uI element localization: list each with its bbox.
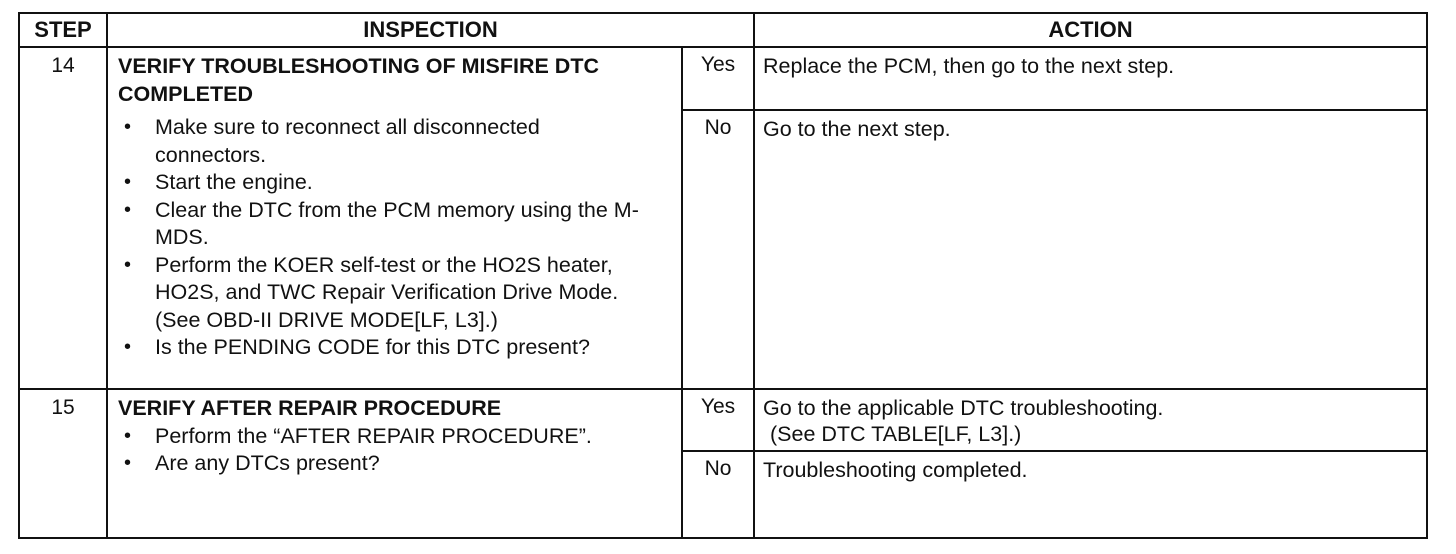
table-row: No Troubleshooting completed. bbox=[19, 450, 1428, 539]
list-item: Is the PENDING CODE for this DTC present… bbox=[118, 334, 673, 362]
list-item: Clear the DTC from the PCM memory using … bbox=[118, 197, 673, 252]
list-item: Make sure to reconnect all disconnected … bbox=[118, 114, 673, 169]
list-item: Are any DTCs present? bbox=[118, 450, 673, 478]
inspection-bullet-list: Make sure to reconnect all disconnected … bbox=[118, 114, 673, 362]
yes-action: Replace the PCM, then go to the next ste… bbox=[753, 46, 1428, 111]
header-inspection: INSPECTION bbox=[106, 12, 755, 48]
inspection-cell: VERIFY AFTER REPAIR PROCEDURE Perform th… bbox=[106, 388, 683, 539]
inspection-bullet-list: Perform the “AFTER REPAIR PROCEDURE”. Ar… bbox=[118, 423, 673, 478]
procedure-table: STEP INSPECTION ACTION 14 VERIFY TROUBLE… bbox=[18, 12, 1428, 539]
no-label: No bbox=[681, 109, 755, 390]
table-row: 14 VERIFY TROUBLESHOOTING OF MISFIRE DTC… bbox=[18, 46, 1428, 390]
yes-label: Yes bbox=[681, 388, 755, 452]
table-header-row: STEP INSPECTION ACTION bbox=[18, 12, 1428, 48]
list-item: Perform the KOER self-test or the HO2S h… bbox=[118, 252, 673, 335]
inspection-title: VERIFY AFTER REPAIR PROCEDURE bbox=[118, 396, 502, 420]
reference-note: (See DTC TABLE[LF, L3].) bbox=[770, 422, 1022, 446]
yes-action: Go to the applicable DTC troubleshooting… bbox=[753, 388, 1428, 452]
no-action: Troubleshooting completed. bbox=[753, 450, 1428, 539]
inspection-cell: VERIFY TROUBLESHOOTING OF MISFIRE DTC CO… bbox=[106, 46, 683, 390]
list-item: Perform the “AFTER REPAIR PROCEDURE”. bbox=[118, 423, 673, 451]
step-number: 15 bbox=[18, 388, 108, 539]
header-step: STEP bbox=[18, 12, 108, 48]
step-number: 14 bbox=[18, 46, 108, 390]
table-row: 15 VERIFY AFTER REPAIR PROCEDURE Perform… bbox=[18, 388, 1428, 539]
no-label: No bbox=[681, 450, 755, 539]
yes-label: Yes bbox=[681, 46, 755, 111]
no-action: Go to the next step. bbox=[753, 109, 1428, 390]
header-action: ACTION bbox=[753, 12, 1428, 48]
reference-note: (See OBD-II DRIVE MODE[LF, L3].) bbox=[155, 307, 498, 332]
inspection-title: VERIFY TROUBLESHOOTING OF MISFIRE DTC CO… bbox=[118, 54, 599, 106]
list-item: Start the engine. bbox=[118, 169, 673, 197]
table-row: No Go to the next step. bbox=[19, 109, 1428, 390]
